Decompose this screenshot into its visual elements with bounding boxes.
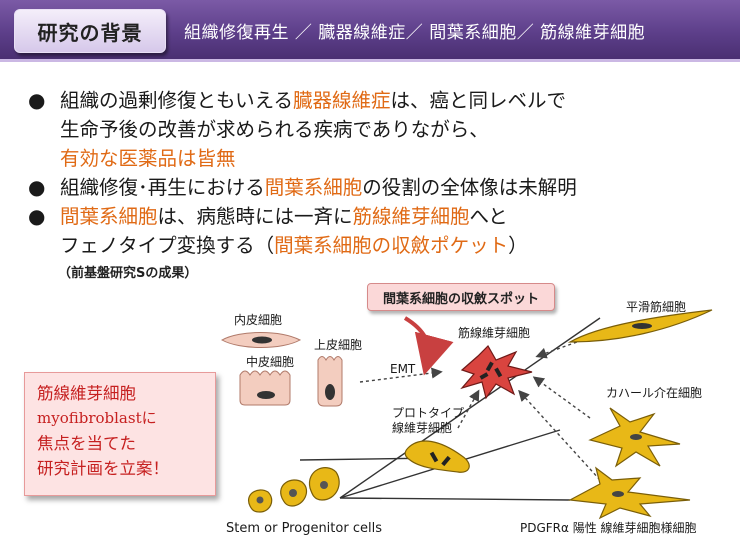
convergence-spot-label: 間葉系細胞の収斂スポット xyxy=(367,283,555,311)
bullet-line: 有効な医薬品は皆無 xyxy=(60,144,724,173)
epithelial-label: 上皮細胞 xyxy=(314,338,363,352)
callout-line-2: myofibroblastに xyxy=(37,409,157,427)
bullet-text: ） xyxy=(508,234,528,257)
myofibroblast-label: 筋線維芽細胞 xyxy=(458,326,531,340)
cajal-label: カハール介在細胞 xyxy=(606,386,703,400)
bullet-text: 生命予後の改善が求められる疾病でありながら、 xyxy=(60,118,489,141)
bullet-marker: ● xyxy=(28,204,46,228)
bullet-line: 組織の過剰修復ともいえる臓器線維症は、癌と同レベルで xyxy=(60,86,724,115)
pdgfr-label: PDGFRα 陽性 線維芽細胞様細胞 xyxy=(520,521,697,535)
bullet-marker: ● xyxy=(28,175,46,199)
highlighted-text: 間葉系細胞 xyxy=(264,176,363,199)
prototype-label-line2: 線維芽細胞 xyxy=(392,421,453,435)
prototype-fibroblast-icon xyxy=(404,440,470,473)
highlighted-text: 臓器線維症 xyxy=(293,89,391,112)
header-keywords: 組織修復再生 ／ 臓器線維症／ 間葉系細胞／ 筋線維芽細胞 xyxy=(184,23,646,43)
smooth-muscle-cell-icon xyxy=(567,309,713,343)
source-note: （前基盤研究Sの成果） xyxy=(58,266,198,281)
bullet-text: 組織の過剰修復ともいえる xyxy=(60,89,294,112)
highlighted-text: 筋線維芽細胞 xyxy=(352,205,470,228)
smooth-muscle-label: 平滑筋細胞 xyxy=(626,300,687,314)
cajal-cell-icon xyxy=(588,407,681,468)
epithelial-cell-icon xyxy=(317,356,343,407)
highlighted-text: 有効な医薬品は皆無 xyxy=(60,147,236,170)
bullet-item: ● 組織の過剰修復ともいえる臓器線維症は、癌と同レベルで生命予後の改善が求められる… xyxy=(24,86,724,173)
stem-cells-label: Stem or Progenitor cells xyxy=(226,521,382,536)
bullet-text: の役割の全体像は未解明 xyxy=(362,176,577,199)
pdgfr-cell-icon xyxy=(568,466,691,520)
spot-arrow xyxy=(403,316,454,376)
bullet-item: ●間葉系細胞は、病態時には一斉に筋線維芽細胞へとフェノタイプ変換する（間葉系細胞… xyxy=(24,202,724,260)
myofibroblast-icon xyxy=(460,345,533,400)
bullet-line: 組織修復･再生における間葉系細胞の役割の全体像は未解明 xyxy=(60,173,724,202)
highlighted-text: 間葉系細胞 xyxy=(60,205,158,228)
mesothelial-cell-icon xyxy=(239,370,291,406)
callout-line-3: 焦点を当てた xyxy=(37,434,136,453)
bullet-marker: ● xyxy=(28,88,46,112)
highlighted-text: 間葉系細胞の収斂ポケット xyxy=(274,234,509,257)
bullet-text: 組織修復･再生における xyxy=(60,176,265,199)
header-banner: 研究の背景 組織修復再生 ／ 臓器線維症／ 間葉系細胞／ 筋線維芽細胞 xyxy=(0,0,740,62)
endothelial-cell-icon xyxy=(220,332,302,348)
research-focus-callout: 筋線維芽細胞 myofibroblastに 焦点を当てた 研究計画を立案！ xyxy=(24,372,216,496)
callout-line-1: 筋線維芽細胞 xyxy=(37,384,136,403)
prototype-label-line1: プロトタイプ xyxy=(392,406,465,420)
bullet-text: は、癌と同レベルで xyxy=(390,89,567,112)
bullet-text: へと xyxy=(469,205,508,228)
bullet-line: 間葉系細胞は、病態時には一斉に筋線維芽細胞へと xyxy=(60,202,724,231)
callout-line-4: 研究計画を立案！ xyxy=(37,459,169,478)
bullet-item: ● 組織修復･再生における間葉系細胞の役割の全体像は未解明 xyxy=(24,173,724,202)
bullet-text: フェノタイプ変換する（ xyxy=(60,234,275,257)
endothelial-label: 内皮細胞 xyxy=(234,313,283,327)
section-title: 研究の背景 xyxy=(37,20,143,45)
emt-label: EMT xyxy=(390,362,416,376)
mesothelial-label: 中皮細胞 xyxy=(246,355,295,369)
bullet-list: ● 組織の過剰修復ともいえる臓器線維症は、癌と同レベルで生命予後の改善が求められる… xyxy=(24,86,724,260)
bullet-line: 生命予後の改善が求められる疾病でありながら、 xyxy=(60,115,724,144)
section-title-box: 研究の背景 xyxy=(14,9,166,53)
bullet-text: は、病態時には一斉に xyxy=(157,205,353,228)
bullet-line: フェノタイプ変換する（間葉系細胞の収斂ポケット） xyxy=(60,231,724,260)
